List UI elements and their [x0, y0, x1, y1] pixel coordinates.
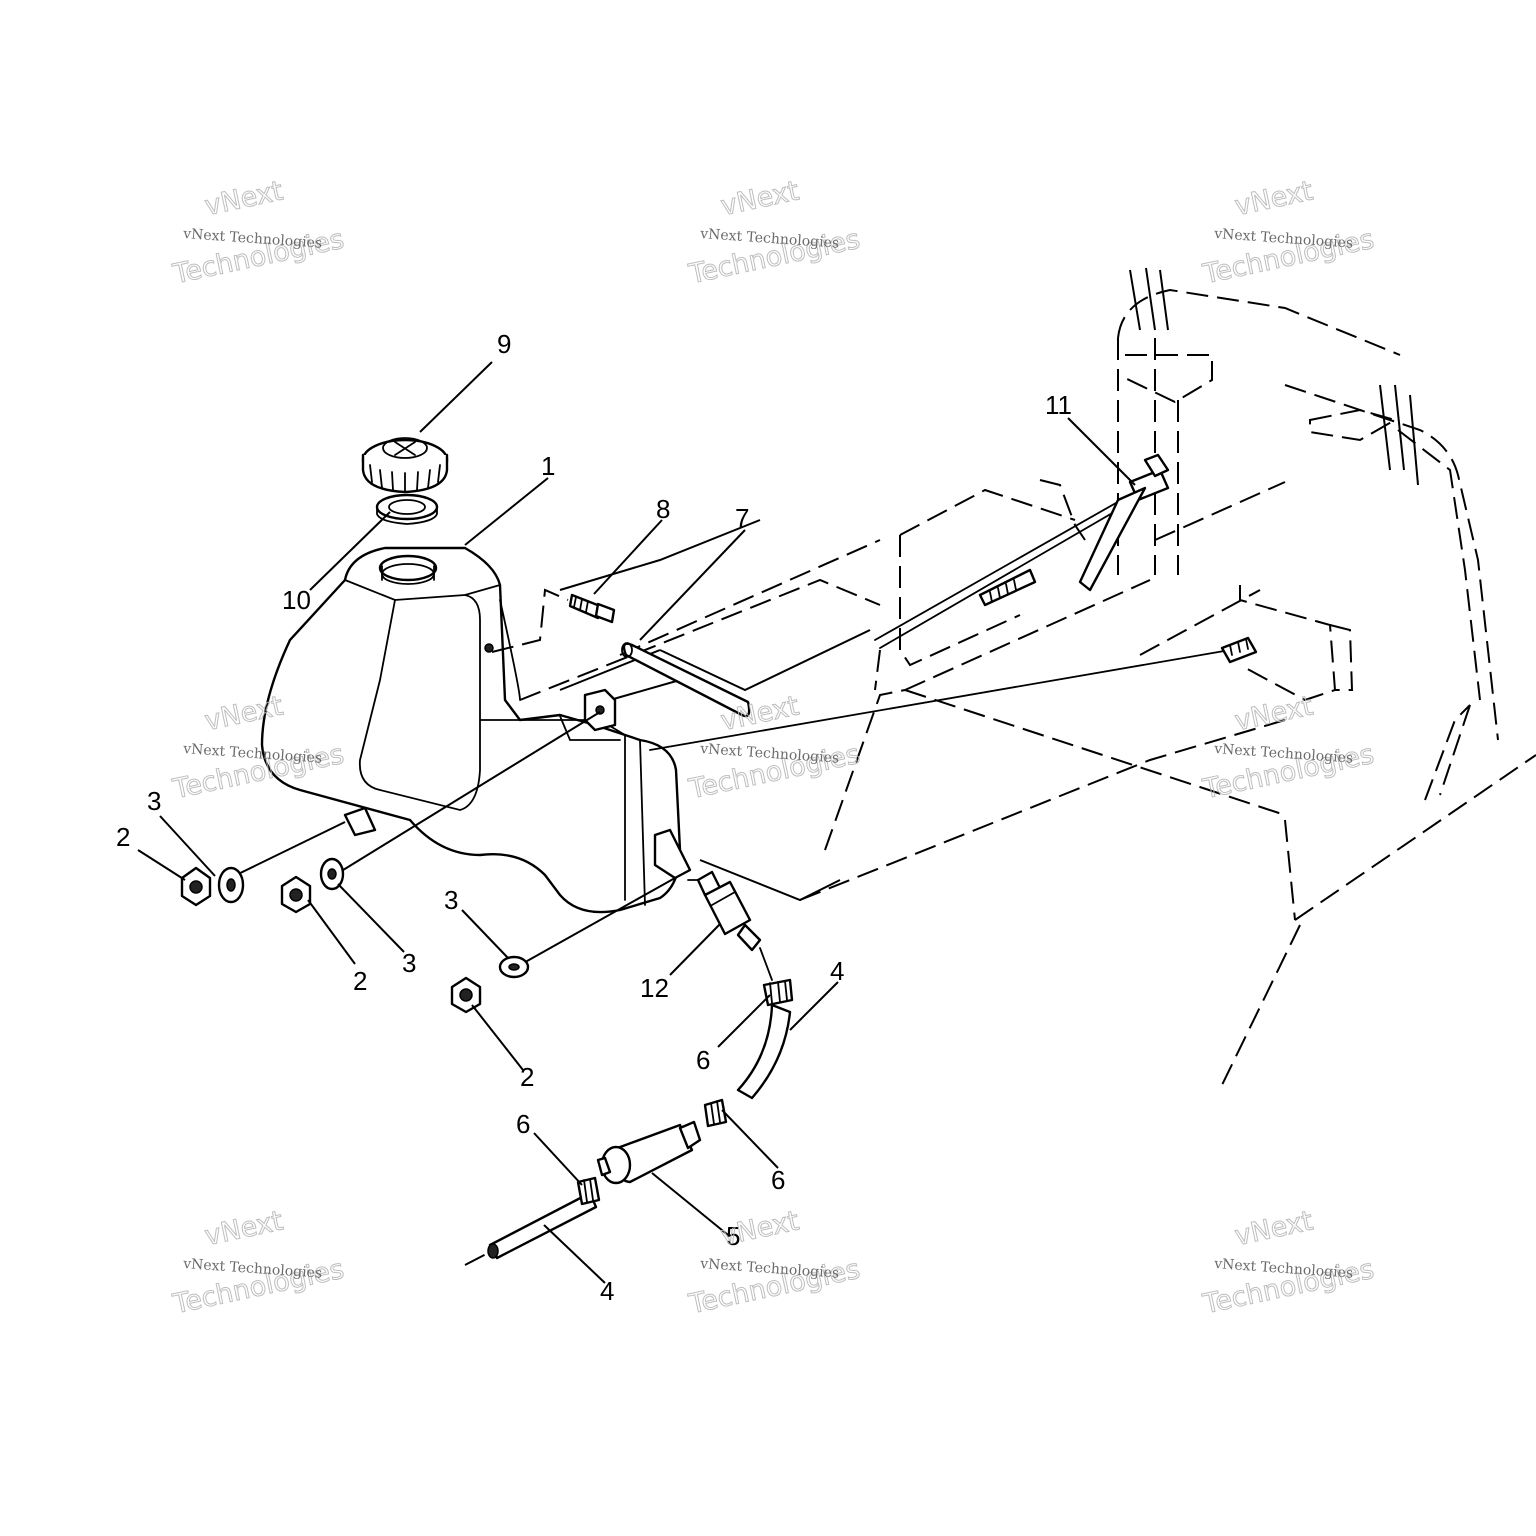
callout-3: 3	[444, 885, 458, 915]
leader-lines	[137, 361, 1136, 1284]
svg-text:vNext: vNext	[718, 175, 802, 222]
callout-6: 6	[696, 1045, 710, 1075]
vent-hose	[621, 642, 751, 718]
svg-text:vNext: vNext	[202, 175, 286, 222]
svg-text:vNext: vNext	[718, 1205, 802, 1252]
fasteners	[180, 711, 676, 1014]
vent-fitting	[568, 593, 616, 624]
callout-2: 2	[116, 822, 130, 852]
callout-7: 7	[735, 503, 749, 533]
callout-4: 4	[830, 956, 844, 986]
callout-12: 12	[640, 973, 669, 1003]
hose-clamps	[576, 978, 794, 1206]
callout-2: 2	[353, 966, 367, 996]
callout-labels: 1 2 2 2 3 3 3 4 4 5 6 6 6 7 8 9 10 11 12	[116, 329, 1072, 1306]
fuel-cap	[361, 437, 449, 494]
fuel-tank	[260, 546, 692, 914]
watermark: vNext Technologies vNext Technologies vN…	[169, 175, 1377, 1321]
fuel-filter	[596, 1120, 702, 1185]
shutoff-valve	[687, 870, 762, 952]
svg-text:vNext: vNext	[202, 1205, 286, 1252]
vehicle-frame-outline	[519, 288, 1536, 1086]
callout-4: 4	[600, 1276, 614, 1306]
callout-6: 6	[771, 1165, 785, 1195]
fuel-hose	[487, 947, 792, 1260]
rear-upright	[1129, 267, 1419, 486]
callout-9: 9	[497, 329, 511, 359]
callout-5: 5	[726, 1221, 740, 1251]
svg-text:vNext: vNext	[1232, 1205, 1316, 1252]
svg-text:vNext: vNext	[1232, 175, 1316, 222]
fuel-line-upper	[649, 636, 1258, 751]
callout-8: 8	[656, 494, 670, 524]
callout-3: 3	[147, 786, 161, 816]
callout-11: 11	[1045, 390, 1072, 420]
callout-10: 10	[282, 585, 311, 615]
callout-1: 1	[541, 451, 555, 481]
callout-3: 3	[402, 948, 416, 978]
callout-2: 2	[520, 1062, 534, 1092]
cap-gasket	[375, 493, 439, 525]
choke-cable	[874, 453, 1170, 649]
svg-text:vNext: vNext	[1232, 690, 1316, 737]
callout-6: 6	[516, 1109, 530, 1139]
